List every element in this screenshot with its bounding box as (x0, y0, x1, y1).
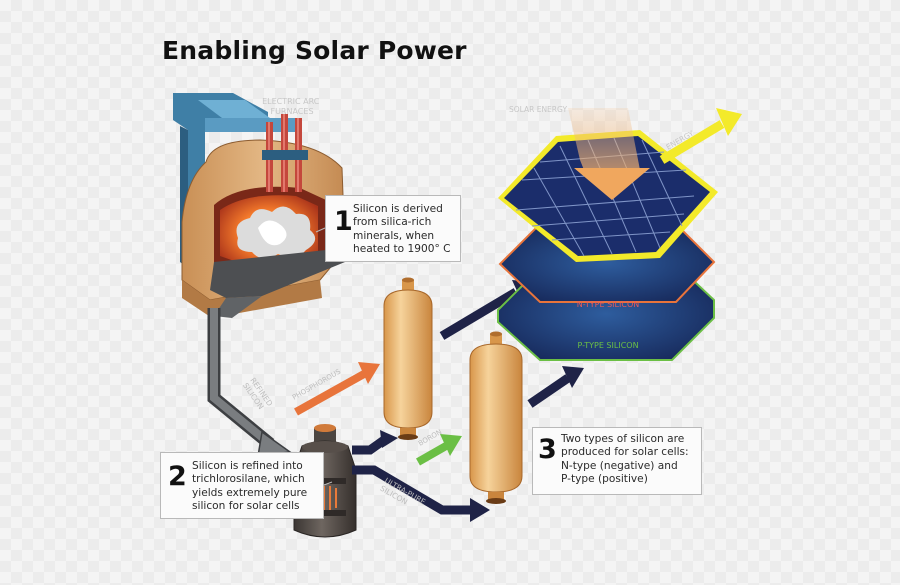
furnaces-label: ELECTRIC ARC FURNACES (262, 97, 322, 116)
step-3-callout: 3 Two types of silicon are produced for … (532, 427, 702, 495)
refined-silicon-pipe (207, 308, 292, 457)
electric-arc-furnace-icon (173, 93, 346, 318)
callout-connectors (315, 227, 333, 486)
step-3-text: Two types of silicon are produced for so… (561, 433, 689, 486)
phosphorous-arrow-icon (294, 362, 380, 416)
step-2-text: Silicon is refined into trichlorosilane,… (192, 460, 308, 513)
p-type-output-arrow-icon (527, 366, 584, 408)
ultra-pure-silicon-arrow-icon (352, 430, 490, 522)
energy-arrow-icon (659, 108, 742, 164)
boron-label: BORON (417, 428, 443, 448)
solar-energy-label: SOLAR ENERGY (509, 105, 567, 114)
n-type-label: N-TYPE SILICON (577, 300, 639, 309)
step-3-number: 3 (538, 434, 557, 465)
step-1-callout: 1 Silicon is derived from silica-rich mi… (325, 195, 461, 262)
solar-energy-beam-icon (568, 108, 650, 200)
step-1-text: Silicon is derived from silica-rich mine… (353, 203, 451, 256)
page-title: Enabling Solar Power (162, 36, 467, 65)
step-2-number: 2 (168, 461, 187, 492)
p-type-label: P-TYPE SILICON (577, 341, 638, 350)
p-type-storage-tank-icon (469, 331, 523, 504)
n-type-storage-tank-icon (383, 277, 433, 440)
step-2-callout: 2 Silicon is refined into trichlorosilan… (160, 452, 324, 519)
refined-silicon-label: REFINED SILICON (241, 376, 276, 415)
ultra-pure-silicon-label: ULTRA-PURE SILICON (379, 476, 430, 516)
step-1-number: 1 (334, 206, 353, 237)
boron-arrow-icon (416, 434, 462, 466)
